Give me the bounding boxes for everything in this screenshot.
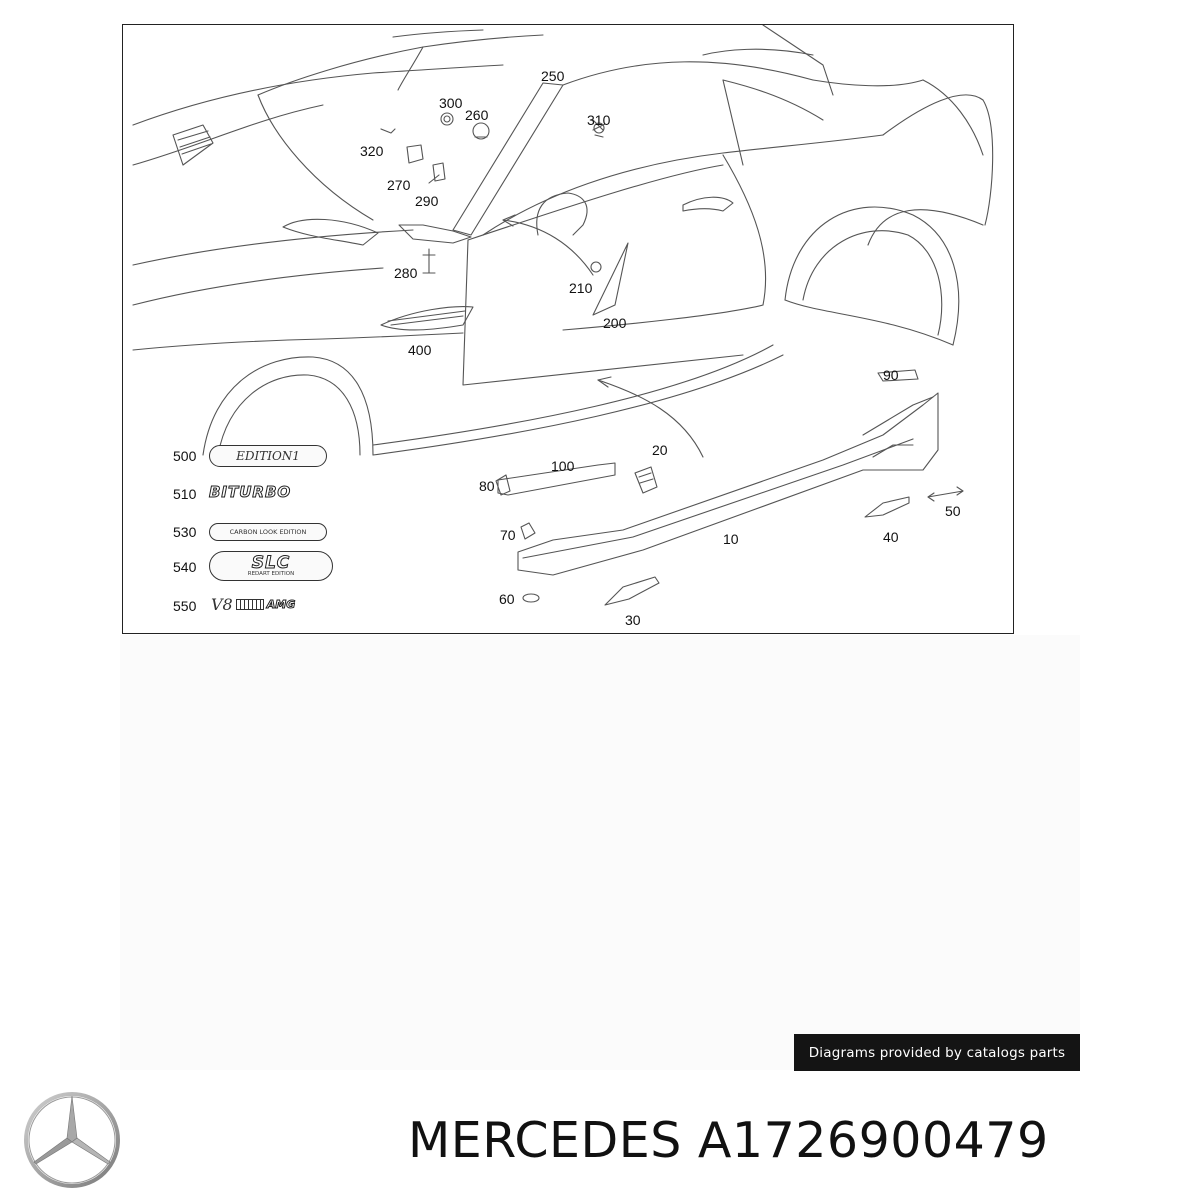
emblem-edition1: EDITION1 bbox=[209, 445, 327, 467]
emblem-v8-text: V8 bbox=[211, 595, 233, 614]
car-side-line-drawing bbox=[132, 25, 994, 606]
emblem-amg-text: AMG bbox=[266, 598, 296, 612]
lower-panel-background bbox=[120, 635, 1080, 1070]
mercedes-star-icon bbox=[24, 1092, 120, 1188]
emblem-slc: SLC REDART EDITION bbox=[209, 551, 333, 581]
emblem-amg-stripes bbox=[235, 599, 264, 610]
emblem-edition1-text: EDITION1 bbox=[236, 449, 300, 463]
emblem-v8-amg: V8 AMG bbox=[211, 595, 296, 614]
emblem-slc-text: SLC bbox=[251, 553, 291, 573]
emblem-biturbo-text: BITURBO bbox=[208, 483, 292, 502]
emblem-slc-subtext: REDART EDITION bbox=[247, 571, 295, 577]
emblem-carbon-look-text: CARBON LOOK EDITION bbox=[229, 528, 307, 536]
credit-banner: Diagrams provided by catalogs parts bbox=[794, 1034, 1080, 1071]
part-caption-text: MERCEDES A1726900479 bbox=[408, 1112, 1049, 1169]
emblem-biturbo: BITURBO bbox=[208, 483, 292, 502]
part-caption: MERCEDES A1726900479 bbox=[408, 1112, 1049, 1169]
emblem-carbon-look: CARBON LOOK EDITION bbox=[209, 523, 327, 541]
parts-diagram: 250 300 260 310 320 270 290 280 210 200 … bbox=[122, 24, 1014, 634]
credit-text: Diagrams provided by catalogs parts bbox=[808, 1044, 1066, 1061]
